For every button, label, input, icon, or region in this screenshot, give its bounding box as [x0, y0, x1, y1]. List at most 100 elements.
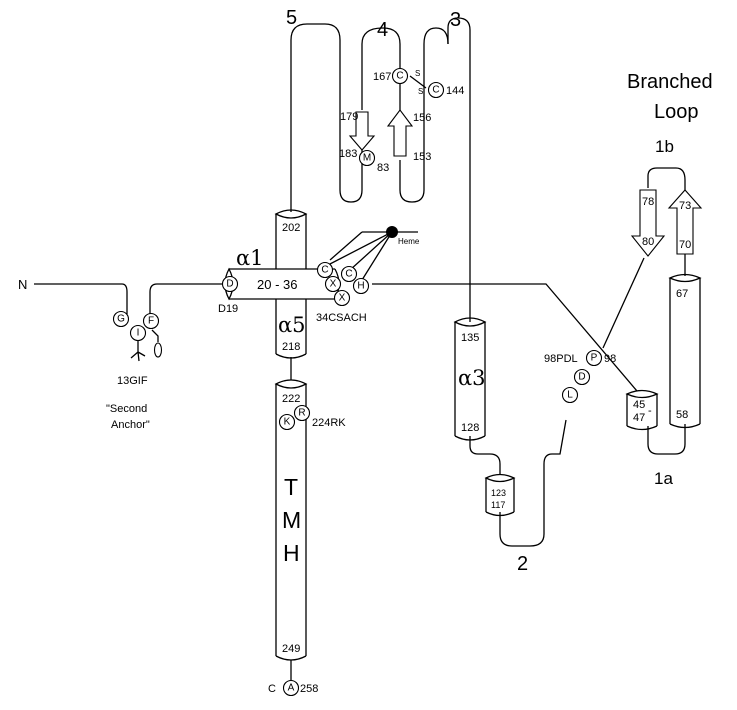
label-258: 258: [300, 683, 318, 695]
svg-text:D: D: [578, 372, 585, 383]
svg-text:C: C: [432, 85, 439, 96]
disulfide-bond: [409, 75, 427, 89]
label-loop1b: 1b: [655, 137, 674, 156]
label-218: 218: [282, 341, 300, 353]
heme-iron: [386, 226, 398, 238]
label-183: 183: [339, 148, 357, 160]
label-202: 202: [282, 222, 300, 234]
label-78: 78: [642, 196, 654, 208]
backbone-anchor-to-alpha1: [149, 283, 222, 314]
residue-c167: C: [391, 67, 409, 85]
svg-text:C: C: [345, 269, 352, 280]
label-222: 222: [282, 393, 300, 405]
residue-d99: D: [573, 368, 591, 386]
label-loop2: 2: [517, 553, 528, 575]
residue-l100: L: [561, 386, 579, 404]
label-tmh-t: T: [284, 474, 298, 500]
residue-r225: R: [293, 404, 311, 422]
label-tmh-h: H: [283, 540, 300, 566]
svg-text:A: A: [288, 683, 295, 694]
residue-d19: D: [221, 275, 239, 293]
residue-f15: F: [142, 312, 160, 330]
heme-ligands: [327, 231, 393, 281]
alpha3-helix: [453, 317, 487, 441]
svg-text:X: X: [330, 279, 337, 290]
label-13gif: 13GIF: [117, 375, 148, 387]
svg-text:R: R: [298, 408, 305, 419]
anchor-sidechain-i: [130, 340, 146, 362]
svg-text:H: H: [357, 281, 364, 292]
svg-text:C: C: [396, 71, 403, 82]
strand-179-183: [348, 111, 376, 151]
label-123: 123: [491, 488, 506, 498]
label-80: 80: [642, 236, 654, 248]
residue-m183: M: [358, 149, 376, 167]
label-tmh-m: M: [282, 507, 301, 533]
label-loop5: 5: [286, 7, 297, 29]
svg-text:P: P: [591, 353, 598, 364]
backbone-loop4-right: [399, 27, 449, 203]
backbone-loop1-to-alpha1: [372, 283, 638, 392]
label-144: 144: [446, 85, 464, 97]
residue-k224: K: [278, 413, 296, 431]
label-47: 47: [633, 412, 645, 424]
backbone-loop2: [499, 419, 567, 547]
backbone-loop1a: [647, 424, 686, 455]
label-range-20-36: 20 - 36: [257, 277, 297, 292]
svg-text:I: I: [137, 328, 140, 339]
label-67: 67: [676, 288, 688, 300]
label-ss-bottom: S: [418, 87, 423, 96]
anchor-sidechain-ring: [153, 342, 163, 358]
label-n-terminus: N: [18, 277, 27, 292]
label-135: 135: [461, 332, 479, 344]
label-ss-top: S: [415, 69, 420, 78]
label-70: 70: [679, 239, 691, 251]
svg-text:M: M: [363, 153, 371, 164]
residue-x35: X: [324, 275, 342, 293]
backbone-loop1b: [647, 167, 686, 190]
label-117: 117: [491, 500, 505, 510]
label-loop3: 3: [450, 9, 461, 31]
svg-text:L: L: [567, 390, 573, 401]
residue-x37: X: [333, 289, 351, 307]
backbone-loop5: [290, 23, 363, 212]
label-224rk: 224RK: [312, 417, 346, 429]
strand-153-156: [386, 109, 414, 157]
svg-text:C: C: [321, 265, 328, 276]
label-179: 179: [340, 111, 358, 123]
strand-70-73: [667, 189, 703, 255]
label-c-terminus: C: [268, 683, 276, 695]
helix-117-123: [484, 473, 516, 517]
label-73: 73: [679, 200, 691, 212]
svg-text:F: F: [148, 316, 154, 327]
label-83: 83: [377, 162, 389, 174]
backbone-alpha3-to-loop2: [469, 432, 501, 474]
label-alpha1: α1: [236, 246, 264, 270]
label-dash-45-47: -: [648, 405, 652, 417]
backbone-loop3: [447, 17, 471, 322]
label-98pdl: 98PDL: [544, 353, 578, 365]
anchor-sidechain-f: [151, 329, 159, 342]
label-second-anchor-2: Anchor": [111, 419, 150, 431]
label-34csach: 34CSACH: [316, 312, 367, 324]
label-branched: Branched: [627, 71, 713, 93]
residue-h38: H: [352, 277, 370, 295]
svg-text:X: X: [339, 293, 346, 304]
label-loop: Loop: [654, 101, 699, 123]
label-second-anchor-1: "Second: [106, 403, 147, 415]
label-alpha5: α5: [278, 313, 306, 337]
label-d19: D19: [218, 303, 238, 315]
label-58: 58: [676, 409, 688, 421]
residue-g13: G: [112, 310, 130, 328]
backbone-pdl-to-1b: [602, 257, 645, 349]
label-heme: Heme: [398, 237, 420, 246]
label-loop4: 4: [377, 19, 388, 41]
label-153: 153: [413, 151, 431, 163]
tmh-helix: [274, 379, 308, 661]
label-167: 167: [373, 71, 391, 83]
label-128: 128: [461, 422, 479, 434]
label-98: 98: [604, 353, 616, 365]
svg-text:G: G: [117, 314, 125, 325]
helix-58-67: [668, 273, 702, 429]
